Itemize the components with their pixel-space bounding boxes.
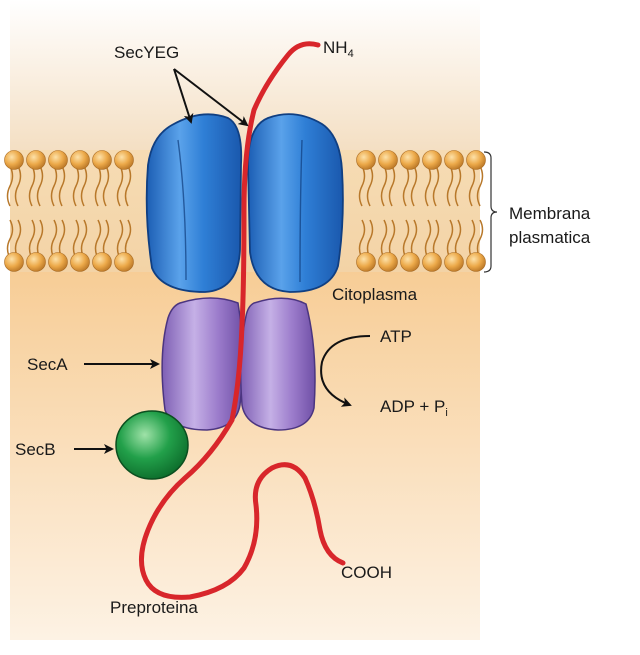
lipid-tail bbox=[72, 219, 80, 259]
nh4-subscript: 4 bbox=[348, 48, 354, 60]
lipid-head bbox=[356, 150, 376, 170]
periplasm-background bbox=[10, 0, 480, 150]
lipid-head bbox=[26, 252, 46, 272]
lipid-tail bbox=[380, 165, 388, 207]
lipid-tail bbox=[358, 165, 366, 207]
preprotein-chain bbox=[139, 41, 346, 600]
lipid-tail bbox=[94, 165, 102, 207]
lipid-tail bbox=[124, 165, 132, 207]
lipid-head bbox=[4, 150, 24, 170]
seca-protein bbox=[161, 297, 316, 431]
lipid-head bbox=[400, 150, 420, 170]
lipid-tail bbox=[50, 165, 58, 207]
lipid-head bbox=[378, 252, 398, 272]
lipid-tail bbox=[454, 165, 462, 207]
nh4-label: NH4 bbox=[323, 38, 354, 60]
lipid-tail bbox=[432, 165, 440, 207]
lipid-head bbox=[48, 150, 68, 170]
lipid-tail bbox=[28, 219, 36, 259]
atp-hydrolysis-arrow bbox=[320, 335, 371, 407]
atp-label: ATP bbox=[380, 327, 412, 346]
lipid-head bbox=[92, 150, 112, 170]
seca-label: SecA bbox=[27, 355, 68, 374]
lipid-tail bbox=[366, 165, 374, 207]
lipid-head bbox=[400, 252, 420, 272]
secyeg-channel bbox=[145, 113, 344, 293]
lipid-head bbox=[70, 150, 90, 170]
lipid-head bbox=[422, 150, 442, 170]
lipid-tail bbox=[410, 165, 418, 207]
secb-label: SecB bbox=[15, 440, 56, 459]
lipid-tail bbox=[116, 165, 124, 207]
lipid-tail bbox=[402, 219, 410, 259]
lipid-tail bbox=[358, 219, 366, 259]
lipid-bilayer bbox=[4, 150, 486, 272]
lipid-tail bbox=[424, 165, 432, 207]
cooh-label: COOH bbox=[341, 563, 392, 582]
secb-protein bbox=[115, 410, 189, 480]
lipid-tail bbox=[446, 165, 454, 207]
pi-subscript: i bbox=[445, 407, 447, 419]
lipid-head bbox=[48, 252, 68, 272]
lipid-head bbox=[70, 252, 90, 272]
lipid-tail bbox=[388, 165, 396, 207]
membrane-label-line2: plasmatica bbox=[509, 228, 591, 247]
lipid-tail bbox=[72, 165, 80, 207]
lipid-head bbox=[466, 252, 486, 272]
lipid-head bbox=[422, 252, 442, 272]
membrane-label-line1: Membrana bbox=[509, 204, 591, 223]
adp-pi-label: ADP + Pi bbox=[380, 397, 448, 419]
lipid-tail bbox=[14, 165, 22, 207]
lipid-tail bbox=[6, 165, 14, 207]
lipid-head bbox=[378, 150, 398, 170]
preprotein-label: Preproteina bbox=[110, 598, 198, 617]
lipid-head bbox=[466, 150, 486, 170]
lipid-tail bbox=[50, 219, 58, 259]
secyeg-label: SecYEG bbox=[114, 43, 179, 62]
lipid-tail bbox=[424, 219, 432, 259]
lipid-head bbox=[114, 252, 134, 272]
lipid-tail bbox=[402, 165, 410, 207]
lipid-head bbox=[444, 150, 464, 170]
membrane-bracket bbox=[483, 151, 498, 273]
lipid-head bbox=[356, 252, 376, 272]
lipid-head bbox=[4, 252, 24, 272]
lipid-head bbox=[26, 150, 46, 170]
lipid-tail bbox=[468, 219, 476, 259]
lipid-tail bbox=[58, 165, 66, 207]
lipid-tail bbox=[6, 219, 14, 259]
lipid-tail bbox=[116, 219, 124, 259]
cytoplasm-label: Citoplasma bbox=[332, 285, 418, 304]
lipid-head bbox=[92, 252, 112, 272]
secyeg-arrow-right bbox=[173, 68, 249, 127]
lipid-tail bbox=[80, 165, 88, 207]
lipid-tail bbox=[380, 219, 388, 259]
lipid-tail bbox=[28, 165, 36, 207]
lipid-tail bbox=[446, 219, 454, 259]
lipid-head bbox=[444, 252, 464, 272]
lipid-tail bbox=[468, 165, 476, 207]
lipid-tail bbox=[36, 165, 44, 207]
secyeg-arrow-left bbox=[173, 68, 194, 124]
lipid-head bbox=[114, 150, 134, 170]
lipid-tail bbox=[476, 165, 484, 207]
lipid-tail bbox=[102, 165, 110, 207]
lipid-tail bbox=[94, 219, 102, 259]
